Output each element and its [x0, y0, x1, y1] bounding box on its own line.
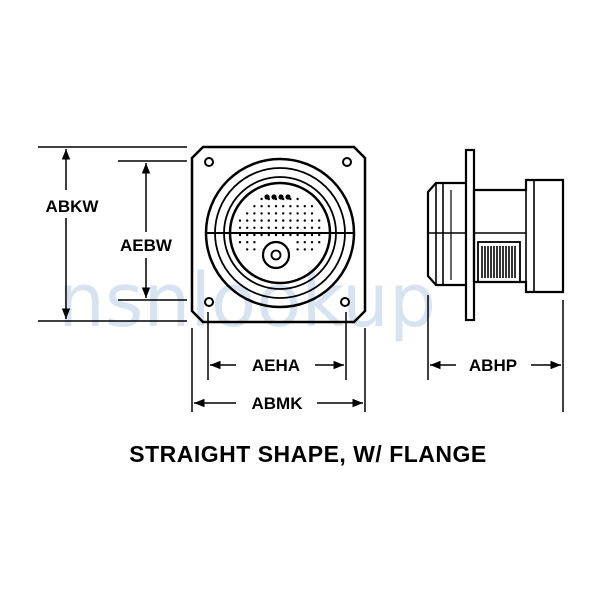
contact-pin	[282, 205, 285, 208]
contact-pin	[310, 205, 314, 208]
contact-pin	[253, 233, 256, 237]
center-contact	[261, 240, 291, 270]
contact-pin	[274, 205, 278, 208]
contact-pin	[289, 233, 292, 237]
insert-face	[228, 181, 332, 285]
knurled-coupling	[477, 241, 521, 283]
contact-pin	[318, 233, 321, 237]
contact-pin	[246, 241, 249, 244]
side-view	[426, 148, 565, 322]
contact-pin	[296, 248, 299, 251]
contact-pin	[310, 248, 314, 251]
contact-pin	[260, 219, 263, 222]
contact-pin	[303, 212, 306, 215]
contact-pin	[267, 205, 270, 208]
contact-pin	[246, 226, 249, 229]
contact-pin	[260, 226, 263, 229]
contact-pin	[282, 197, 285, 201]
contact-pin	[296, 233, 299, 237]
contact-pin	[282, 233, 285, 237]
contact-pin	[246, 233, 249, 237]
contact-pin	[267, 212, 270, 215]
knurl-ridges	[481, 246, 516, 278]
dim-label-abmk: ABMK	[252, 394, 304, 413]
flange-plate	[190, 145, 367, 324]
contact-pin	[267, 197, 270, 201]
contact-pin	[303, 248, 306, 251]
dim-label-aeha: AEHA	[252, 356, 300, 375]
contact-pin	[310, 241, 314, 244]
dim-label-aebw: AEBW	[120, 236, 173, 255]
contact-pin	[253, 205, 256, 208]
contact-pin	[253, 226, 256, 229]
contact-pin	[267, 233, 270, 237]
contact-pin	[296, 205, 299, 208]
dim-label-abkw: ABKW	[46, 197, 100, 216]
contact-pin-pattern	[238, 197, 321, 251]
contact-pin	[303, 233, 306, 237]
contact-pin	[296, 226, 299, 229]
contact-pin	[310, 219, 314, 222]
contact-pin	[260, 197, 263, 201]
contact-pin	[282, 226, 285, 229]
contact-pin	[246, 248, 249, 251]
contact-pin	[246, 219, 249, 222]
contact-pin	[260, 205, 263, 208]
contact-pin	[274, 212, 278, 215]
center-contact-pin	[270, 249, 282, 261]
contact-pin	[238, 219, 242, 222]
contact-pin	[289, 219, 292, 222]
contact-pin	[238, 233, 242, 237]
contact-pin	[253, 212, 256, 215]
contact-pin	[310, 226, 314, 229]
contact-pin	[289, 197, 292, 201]
contact-pin	[296, 197, 299, 201]
contact-pin	[303, 205, 306, 208]
contact-pin	[267, 219, 270, 222]
contact-pin	[238, 226, 242, 229]
dim-label-abhp: ABHP	[469, 356, 517, 375]
contact-pin	[296, 212, 299, 215]
contact-pin	[296, 219, 299, 222]
mounting-hole	[340, 297, 350, 307]
contact-pin	[318, 219, 321, 222]
contact-pin	[318, 241, 321, 244]
contact-pin	[274, 219, 278, 222]
contact-pin	[274, 197, 278, 201]
contact-pin	[303, 219, 306, 222]
contact-pin	[310, 233, 314, 237]
watermark-text: nsnlookup	[58, 258, 436, 344]
contact-pin	[274, 233, 278, 237]
contact-pin	[303, 241, 306, 244]
front-view	[190, 145, 367, 324]
contact-pin	[274, 226, 278, 229]
contact-pin	[253, 241, 256, 244]
contact-pin	[289, 205, 292, 208]
contact-pin	[238, 241, 242, 244]
contact-pin	[310, 212, 314, 215]
contact-pin	[246, 212, 249, 215]
contact-pin	[318, 226, 321, 229]
mounting-hole	[342, 157, 352, 167]
mounting-hole	[204, 157, 214, 167]
mounting-hole	[204, 297, 214, 307]
contact-pin	[296, 241, 299, 244]
dimension-lines	[38, 146, 564, 412]
contact-pin	[267, 226, 270, 229]
contact-pin	[289, 226, 292, 229]
figure-caption: STRAIGHT SHAPE, W/ FLANGE	[129, 441, 487, 467]
contact-pin	[282, 219, 285, 222]
contact-pin	[260, 212, 263, 215]
side-flange	[464, 148, 476, 322]
contact-pin	[260, 233, 263, 237]
contact-pin	[303, 226, 306, 229]
contact-pin	[289, 212, 292, 215]
contact-pin	[253, 219, 256, 222]
side-front-body	[426, 181, 466, 287]
contact-pin	[282, 212, 285, 215]
contact-pin	[253, 248, 256, 251]
